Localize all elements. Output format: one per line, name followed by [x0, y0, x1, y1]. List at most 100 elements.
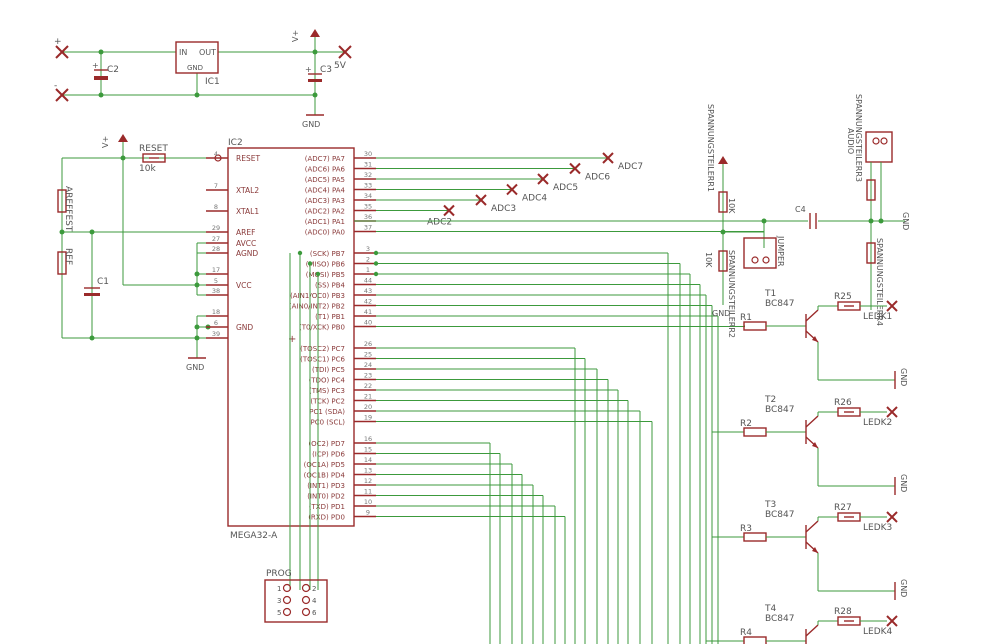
prog-pin: [282, 583, 292, 593]
mcu-left-pin-num: 29: [212, 224, 220, 232]
mcu-right-pin-num: 41: [364, 308, 372, 316]
mcu-right-pin-name: (TOSC1) PC6: [300, 356, 345, 364]
mcu-right-pin-num: 30: [364, 150, 372, 158]
regulator-in-label: IN: [179, 48, 187, 57]
mcu-right-pin-num: 25: [364, 351, 372, 359]
mcu-right-pin-name: (ICP) PD6: [312, 451, 345, 459]
mcu-right-pin-name: (OC1B) PD4: [304, 472, 346, 480]
regulator-name: IC1: [205, 77, 220, 87]
prog-pin: [282, 607, 292, 617]
divider-r2-label: SPANNUNGSTEILERR2: [727, 250, 736, 338]
mcu-left-pin-num: 17: [212, 266, 220, 274]
prog-pin-num: 3: [277, 597, 281, 605]
mcu-right-pin-name: PC0 (SCL): [311, 419, 346, 427]
led-label: LEDK3: [863, 523, 892, 533]
gnd-label-top: GND: [302, 120, 320, 129]
mcu-right-pin-num: 44: [364, 277, 372, 285]
audio-r3: [866, 179, 876, 201]
audio-connector: [865, 131, 893, 163]
mcu-right-pin-num: 26: [364, 340, 372, 348]
c4-label: C4: [795, 205, 806, 214]
mcu-right-pin-name: (T1) PB1: [315, 313, 345, 321]
mcu-left-pin-num: 4: [214, 150, 218, 158]
ref-resistor: [57, 251, 67, 275]
mcu-right-pin-num: 12: [364, 477, 372, 485]
base-resistor-label: R3: [740, 524, 752, 534]
mcu-right-pin-num: 37: [364, 224, 372, 232]
mcu-body: [227, 147, 355, 527]
ref-label: REF: [63, 248, 73, 265]
transistor-type: BC847: [765, 405, 794, 415]
mcu-right-pin-num: 22: [364, 382, 372, 390]
transistor-type: BC847: [765, 510, 794, 520]
adc-label: ADC7: [618, 162, 643, 172]
mcu-left-pin-num: 38: [212, 287, 220, 295]
divider-r1-label: SPANNUNGSTEILERR1: [706, 104, 715, 192]
adc-label: ADC2: [427, 218, 452, 228]
mcu-right-pin-name: (ADC3) PA3: [305, 197, 345, 205]
mcu-right-pin-name: (TOSC2) PC7: [300, 345, 345, 353]
led-drivers: R1T1BC847R25LEDK1GNDR2T2BC847R26LEDK2GND…: [706, 289, 908, 644]
audio-gnd-label: GND: [901, 212, 910, 230]
mcu-left-pin-name: AVCC: [236, 239, 256, 248]
mcu-left-pin-name: VCC: [236, 281, 252, 290]
mcu-left-pin-name: XTAL2: [236, 186, 259, 195]
mcu-right-pin-name: (SS) PB4: [315, 282, 346, 290]
mcu-right-pin-num: 15: [364, 446, 372, 454]
prog-pin: [282, 595, 292, 605]
mcu-right-pin-name: (ADC0) PA0: [305, 229, 345, 237]
mcu-right-pin-name: (TCK) PC2: [310, 398, 345, 406]
gnd-label-mcu: GND: [186, 363, 204, 372]
mcu-left-pin-num: 5: [214, 277, 218, 285]
divider-r1: [718, 191, 728, 213]
base-resistor: [743, 321, 767, 331]
prog-pin: [301, 607, 311, 617]
base-resistor-label: R2: [740, 419, 752, 429]
regulator-ic1: [175, 41, 219, 74]
supply-minus-terminal-x-icon: [55, 88, 69, 102]
mcu-right-pin-num: 21: [364, 393, 372, 401]
mcu-right-pin-name: (TXD) PD1: [309, 503, 345, 511]
prog-pin-num: 4: [312, 597, 317, 605]
audio-r4-label: SPANNUNGSTEILERR4: [875, 238, 884, 326]
mcu-right-pin-name: (ADC1) PA1: [305, 218, 345, 226]
transistor-label: T4: [764, 604, 776, 614]
capacitor-c2: +: [92, 61, 108, 80]
output-5v-terminal-x-icon: [338, 45, 352, 59]
audio-label: AUDIO: [846, 128, 855, 154]
mcu-left-pin-name: GND: [236, 323, 253, 332]
led-label: LEDK4: [863, 627, 893, 637]
audio-r4: [866, 242, 876, 264]
supply-plus-label: +: [54, 37, 62, 47]
base-resistor: [743, 636, 767, 644]
mcu-part: MEGA32-A: [230, 531, 278, 541]
reset-label: RESET: [139, 144, 168, 154]
transistor-label: T1: [764, 289, 776, 299]
c1-label: C1: [97, 277, 109, 287]
mcu-name: IC2: [228, 138, 243, 148]
areffest-label: AREFFEST: [63, 186, 73, 232]
prog-pin-num: 5: [277, 609, 281, 617]
mcu-right-pin-num: 13: [364, 467, 372, 475]
prog-pin-num: 1: [277, 585, 281, 593]
divider-r2: [718, 250, 728, 272]
mcu-right-pin-name: (OC2) PD7: [308, 440, 345, 448]
mcu-right-pin-num: 1: [366, 266, 370, 274]
mcu-left-pin-name: AGND: [236, 249, 258, 258]
transistor-label: T2: [764, 395, 776, 405]
collector-resistor-label: R27: [834, 503, 852, 513]
divider-arrow-icon: [718, 156, 728, 164]
mcu-left-pin-num: 8: [214, 203, 218, 211]
mcu-right-pin-num: 31: [364, 161, 372, 169]
svg-text:+: +: [288, 334, 296, 345]
regulator-gnd-label: GND: [187, 64, 203, 72]
mcu-right-pin-name: (SCK) PB7: [310, 250, 345, 258]
mcu-left-pin-num: 18: [212, 308, 220, 316]
